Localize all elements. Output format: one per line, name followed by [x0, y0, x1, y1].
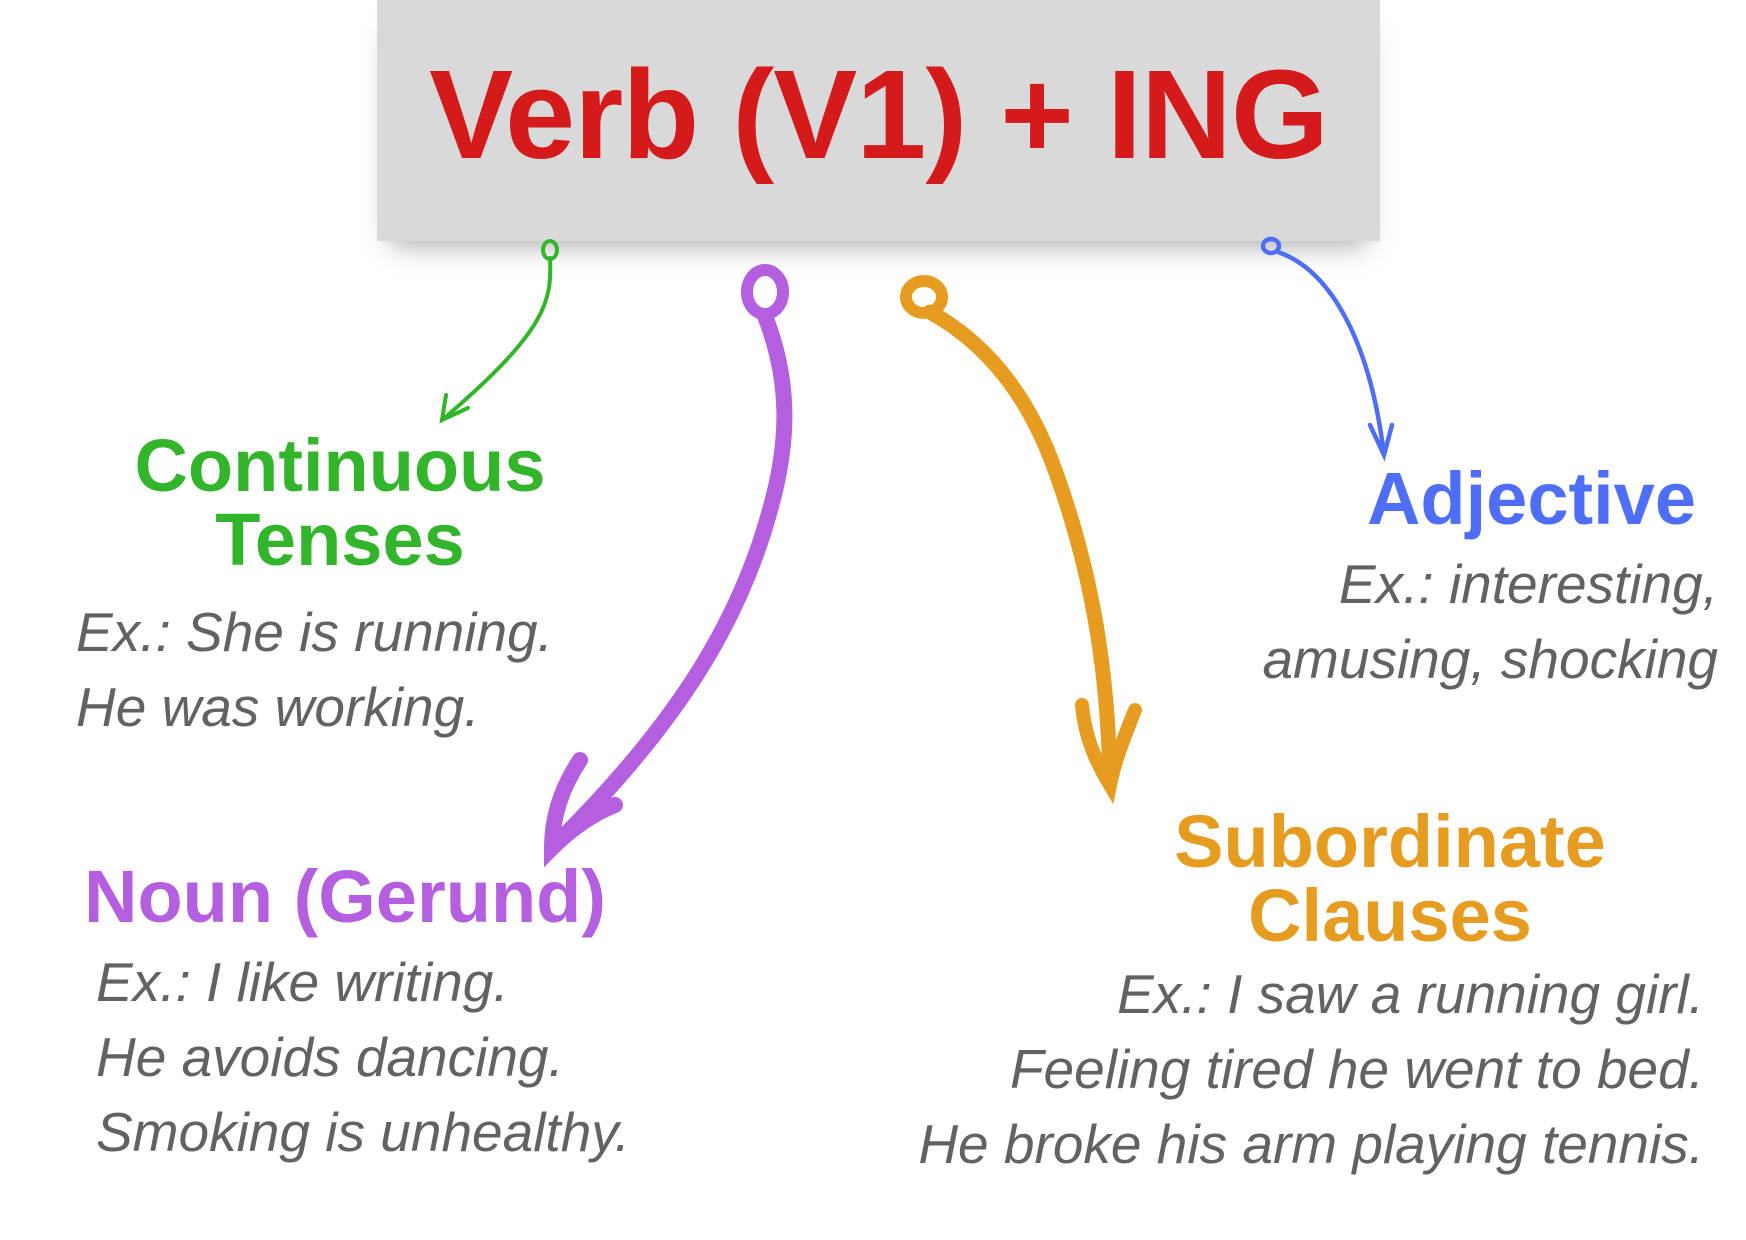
arrow-to-subordinate	[900, 275, 1142, 805]
title-line: Tenses	[215, 498, 465, 581]
title-line: Continuous	[134, 424, 546, 507]
example-line: Feeling tired he went to bed.	[1009, 1038, 1704, 1100]
main-title: Verb (V1) + ING	[429, 44, 1329, 185]
subordinate-examples: Ex.: I saw a running girl. Feeling tired…	[918, 957, 1704, 1182]
example-line: Smoking is unhealthy.	[96, 1101, 630, 1163]
continuous-tenses-title: Continuous Tenses	[90, 429, 590, 577]
title-banner: Verb (V1) + ING	[377, 0, 1380, 241]
example-line: Ex.: She is running.	[76, 601, 553, 663]
title-line: Subordinate	[1174, 800, 1606, 883]
title-line: Clauses	[1248, 874, 1532, 957]
arrow-to-noun	[543, 264, 793, 868]
continuous-examples: Ex.: She is running. He was working.	[76, 595, 553, 745]
example-line: He avoids dancing.	[96, 1026, 564, 1088]
noun-gerund-title: Noun (Gerund)	[84, 855, 607, 938]
arrow-to-adjective	[1260, 236, 1395, 462]
example-line: Ex.: I saw a running girl.	[1117, 963, 1704, 1025]
adjective-title: Adjective	[1366, 457, 1696, 540]
arrow-to-continuous	[439, 239, 559, 424]
subordinate-clauses-title: Subordinate Clauses	[1100, 805, 1680, 953]
example-line: He broke his arm playing tennis.	[918, 1113, 1704, 1175]
noun-examples: Ex.: I like writing. He avoids dancing. …	[96, 945, 630, 1170]
example-line: amusing, shocking	[1262, 628, 1718, 690]
adjective-examples: Ex.: interesting, amusing, shocking	[1262, 547, 1718, 697]
example-line: He was working.	[76, 676, 480, 738]
example-line: Ex.: I like writing.	[96, 951, 509, 1013]
example-line: Ex.: interesting,	[1338, 553, 1718, 615]
